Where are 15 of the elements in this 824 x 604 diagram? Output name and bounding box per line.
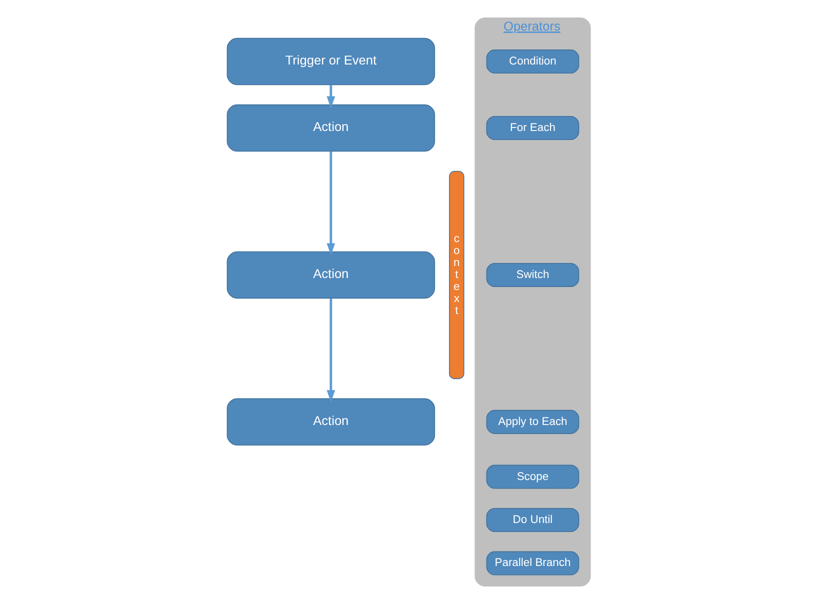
node-box: Trigger or Event — [226, 38, 436, 86]
node-box: Action — [226, 104, 436, 152]
arrow — [326, 298, 336, 402]
node-box: Action — [226, 398, 436, 446]
arrow — [326, 85, 336, 108]
arrow — [326, 152, 336, 256]
node-box: For Each — [486, 116, 580, 140]
node-box: Do Until — [486, 508, 580, 532]
node-box: Action — [226, 251, 436, 299]
node-box: Apply to Each — [486, 410, 580, 434]
node-box: Scope — [486, 464, 580, 489]
node-box: Switch — [486, 262, 580, 287]
node-box: context — [449, 170, 464, 380]
node-box: Parallel Branch — [486, 551, 580, 576]
node-box: Condition — [486, 50, 580, 74]
